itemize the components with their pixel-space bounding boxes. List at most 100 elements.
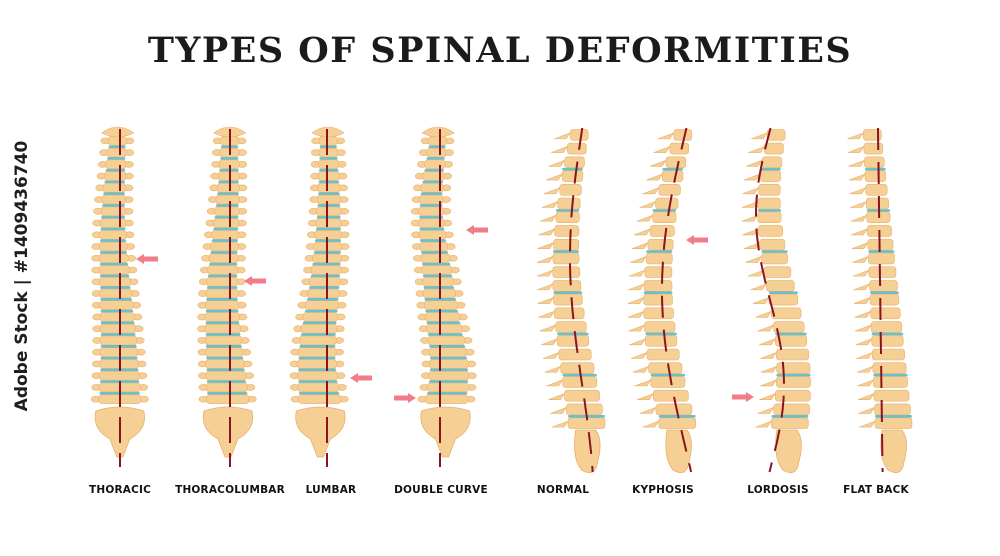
disc bbox=[776, 373, 811, 377]
vertebra bbox=[645, 334, 678, 347]
vertebra bbox=[99, 276, 131, 287]
reference-line bbox=[569, 127, 594, 473]
disc bbox=[210, 251, 238, 254]
disc bbox=[214, 215, 239, 219]
spinous-process bbox=[759, 338, 777, 346]
vertebra bbox=[318, 136, 338, 146]
vertebra bbox=[419, 194, 444, 205]
vertebra bbox=[759, 238, 786, 251]
spinous-process bbox=[646, 173, 664, 181]
vertebra bbox=[870, 321, 903, 333]
spinous-process bbox=[639, 200, 657, 208]
vertebra bbox=[316, 206, 342, 217]
vertebra bbox=[643, 280, 673, 292]
disc bbox=[100, 345, 137, 348]
spine-thoracic bbox=[90, 126, 149, 467]
vertebra bbox=[868, 266, 897, 278]
spinous-process bbox=[745, 159, 763, 167]
disc bbox=[427, 333, 463, 336]
vertebra bbox=[210, 241, 239, 252]
spinous-process bbox=[755, 420, 773, 428]
vertebra bbox=[658, 417, 696, 429]
spinous-process bbox=[539, 214, 557, 222]
vertebra bbox=[205, 359, 245, 369]
label-double-curve: DOUBLE CURVE bbox=[394, 484, 488, 496]
vertebra bbox=[553, 238, 580, 251]
disc bbox=[873, 373, 908, 377]
vertebra bbox=[318, 159, 340, 170]
vertebra bbox=[421, 265, 453, 275]
disc bbox=[771, 414, 809, 418]
disc bbox=[298, 391, 340, 395]
vertebra bbox=[869, 293, 900, 306]
spinous-process bbox=[543, 187, 561, 195]
disc bbox=[205, 321, 240, 325]
vertebra bbox=[424, 159, 446, 170]
spinous-process bbox=[851, 242, 869, 249]
vertebra bbox=[217, 171, 240, 181]
vertebra bbox=[205, 288, 239, 299]
spinous-process bbox=[854, 310, 872, 318]
disc bbox=[423, 286, 455, 289]
disc bbox=[427, 391, 468, 395]
disc bbox=[301, 333, 336, 336]
vertebra bbox=[644, 321, 676, 333]
spinous-process bbox=[538, 310, 556, 318]
disc bbox=[205, 333, 241, 336]
vertebra bbox=[206, 394, 250, 404]
disc bbox=[316, 215, 341, 219]
vertebra bbox=[863, 142, 884, 155]
disc bbox=[319, 145, 337, 149]
vertebra bbox=[655, 197, 679, 210]
spinous-process bbox=[536, 269, 554, 277]
vertebra bbox=[649, 225, 675, 237]
disc bbox=[871, 332, 904, 336]
arrow-head bbox=[244, 276, 266, 286]
vertebra bbox=[871, 334, 904, 347]
arrow-head bbox=[350, 373, 372, 383]
vertebra bbox=[871, 348, 905, 361]
spinous-process bbox=[757, 406, 775, 414]
reference-line bbox=[755, 127, 785, 473]
vertebra bbox=[557, 197, 581, 210]
vertebra bbox=[207, 265, 239, 275]
spinous-process bbox=[630, 255, 647, 263]
disc bbox=[100, 274, 130, 278]
atlas bbox=[311, 126, 345, 138]
vertebra bbox=[204, 335, 243, 346]
spinous-process bbox=[629, 338, 647, 346]
vertebra bbox=[552, 280, 582, 292]
spinous-process bbox=[639, 406, 657, 414]
spinous-process bbox=[853, 296, 871, 304]
vertebra bbox=[318, 147, 339, 158]
disc bbox=[420, 239, 447, 242]
spinous-process bbox=[852, 269, 870, 277]
spinous-process bbox=[847, 132, 865, 140]
spinous-process bbox=[548, 159, 566, 167]
vertebra bbox=[98, 253, 129, 264]
vertebra bbox=[425, 394, 468, 404]
vertebra bbox=[645, 252, 673, 265]
spinous-process bbox=[541, 200, 559, 208]
disc bbox=[319, 157, 338, 160]
disc bbox=[868, 250, 895, 253]
spine-kyphosis bbox=[627, 127, 696, 474]
spinous-process bbox=[642, 420, 660, 428]
disc bbox=[100, 333, 136, 336]
vertebra bbox=[298, 394, 342, 404]
spinous-process bbox=[757, 324, 775, 332]
vertebra bbox=[643, 293, 673, 306]
disc bbox=[870, 291, 899, 295]
vertebra bbox=[418, 218, 445, 228]
vertebra bbox=[420, 183, 444, 193]
sacrum bbox=[880, 429, 907, 474]
vertebra bbox=[418, 206, 444, 217]
disc bbox=[316, 227, 341, 231]
spinous-process bbox=[848, 173, 866, 181]
vertebra bbox=[418, 230, 447, 240]
vertebra bbox=[99, 288, 133, 299]
disc bbox=[103, 192, 125, 195]
spinous-process bbox=[548, 393, 566, 400]
disc bbox=[299, 345, 336, 348]
